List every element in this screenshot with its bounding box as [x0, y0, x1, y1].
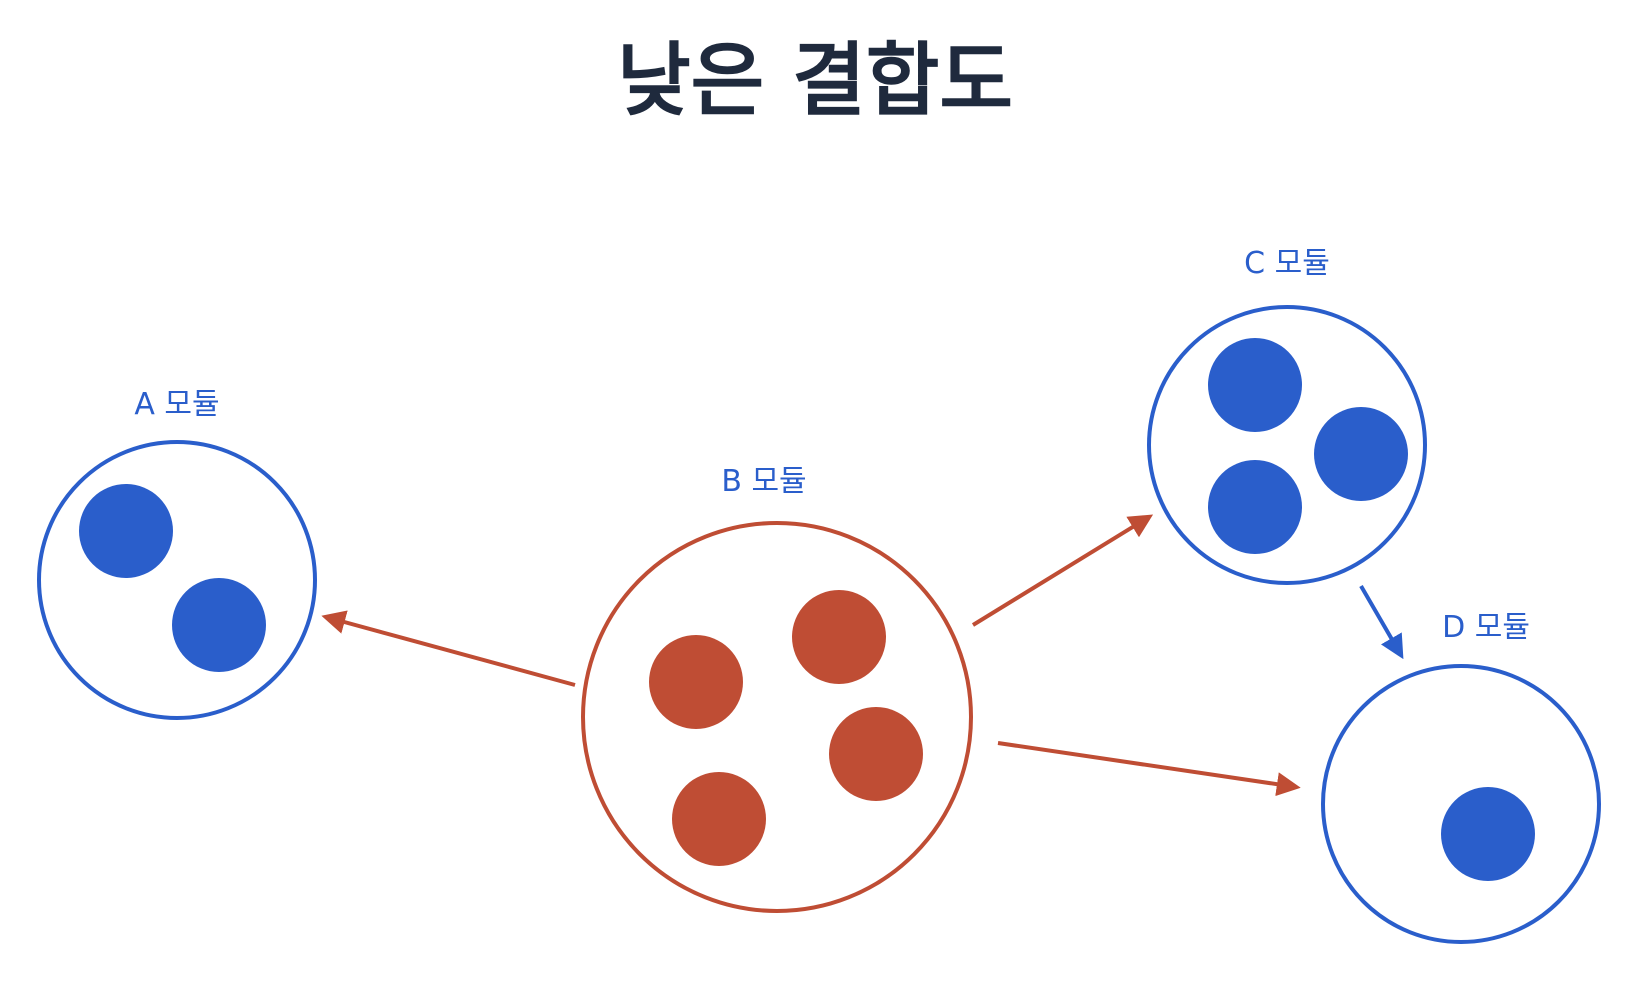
module-d-label: D 모듈: [1442, 610, 1530, 645]
module-d-boundary: [1321, 664, 1601, 944]
module-c-component: [1208, 460, 1302, 554]
module-c-component: [1314, 407, 1408, 501]
module-a-label: A 모듈: [134, 387, 219, 422]
module-a-component: [172, 578, 266, 672]
module-c: C 모듈: [1147, 246, 1427, 585]
module-a: A 모듈: [37, 387, 317, 720]
module-b-component: [649, 635, 743, 729]
module-b-component: [672, 772, 766, 866]
arrow-b-to-a: [321, 610, 576, 687]
module-b-label: B 모듈: [721, 464, 806, 499]
module-c-label: C 모듈: [1244, 246, 1330, 281]
module-b-boundary: [581, 521, 973, 913]
module-a-component: [79, 484, 173, 578]
module-d-component: [1441, 787, 1535, 881]
module-b-component: [792, 590, 886, 684]
page-title: 낮은 결합도: [617, 34, 1013, 127]
module-b: B 모듈: [581, 464, 973, 913]
module-d: D 모듈: [1321, 610, 1601, 944]
arrow-b-to-d: [997, 741, 1301, 797]
arrow-c-to-d: [1359, 584, 1404, 660]
arrow-b-to-c: [971, 514, 1154, 627]
module-b-component: [829, 707, 923, 801]
module-a-boundary: [37, 440, 317, 720]
module-c-component: [1208, 338, 1302, 432]
dependency-arrows: [321, 514, 1404, 797]
module-c-boundary: [1147, 305, 1427, 585]
